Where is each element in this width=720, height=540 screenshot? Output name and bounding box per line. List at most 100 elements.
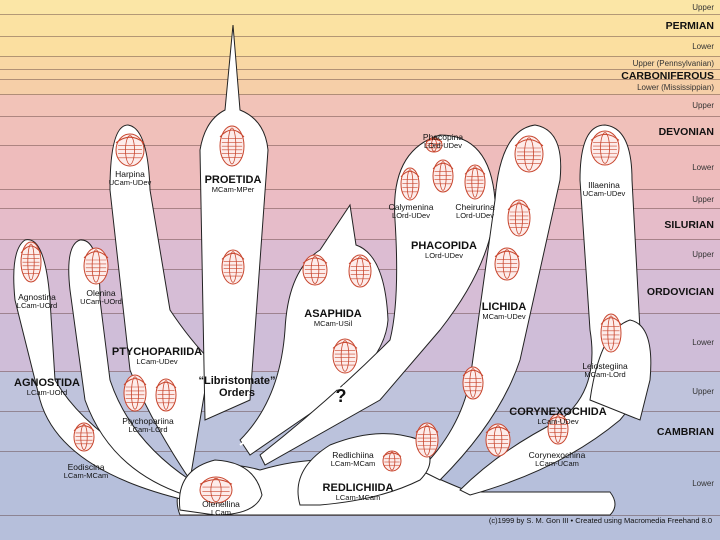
trilobite-icon [464, 164, 486, 200]
stratum-band: Lower [0, 37, 720, 57]
branch-proetida [199, 24, 269, 421]
trilobite-icon [115, 133, 145, 167]
family-range: LCam-LOrd [128, 425, 168, 434]
family-range: LOrd-UDev [424, 141, 462, 150]
family-range: LCam-UCam [535, 459, 579, 468]
stratum-band: Lower (Mississippian) [0, 80, 720, 95]
copyright-credit: (c)1999 by S. M. Gon III • Created using… [488, 516, 712, 525]
family-range: LCam-UOrd [16, 301, 58, 310]
epoch-label: Lower [692, 338, 714, 347]
uncertain-link-dashed [239, 367, 391, 446]
epoch-label: Upper (Pennsylvanian) [632, 58, 714, 68]
order-name: PTYCHOPARIIDA [111, 346, 203, 358]
trilobite-icon [494, 247, 520, 281]
period-label: CAMBRIAN [656, 426, 714, 438]
family-name: Corynexochina [528, 450, 586, 460]
stratum-base-strip [0, 516, 720, 540]
family-name: Redlichiina [332, 450, 374, 460]
family-cheirurina: Cheirurina LOrd-UDev [455, 203, 494, 220]
order-name: LICHIDA [481, 301, 527, 313]
order-range: LCam-MCam [335, 493, 381, 502]
trilobite-icon [73, 422, 95, 452]
family-range: LCam-MCam [63, 471, 109, 480]
epoch-label: Upper [692, 387, 714, 396]
order-range: LCam-UDev [136, 357, 178, 366]
trilobite-icon [415, 422, 439, 458]
period-label: SILURIAN [664, 218, 714, 231]
family-range: UCam-UDev [108, 178, 152, 187]
trilobite-icon [155, 378, 177, 412]
family-olenellina: Olenellina LCam [202, 500, 240, 517]
family-range: MCam-LOrd [584, 370, 626, 379]
trilobite-icon [382, 450, 402, 472]
stratum-band: CARBONIFEROUS [0, 70, 720, 82]
family-name: Leiostegiina [582, 361, 628, 371]
trilobite-icon [400, 167, 420, 201]
trilobite-icon [590, 130, 620, 166]
trilobite-icon [123, 374, 147, 412]
family-range: LCam-MCam [330, 459, 376, 468]
family-range: LOrd-UDev [392, 211, 430, 220]
family-name: Ptychopariina [122, 416, 174, 426]
trilobite-icon [83, 247, 109, 285]
order-phacopida: PHACOPIDA LOrd-UDev [411, 240, 477, 260]
stratum-band: PERMIAN [0, 15, 720, 37]
order-range: LCam-UOrd [26, 388, 68, 397]
family-leiostegiina: Leiostegiina MCam-LOrd [582, 362, 627, 379]
family-olenina: Olenina UCam-UOrd [80, 289, 122, 306]
order-proetida: PROETIDA MCam-MPer [205, 174, 262, 194]
epoch-label: Lower [692, 42, 714, 51]
epoch-label: Lower (Mississippian) [637, 82, 714, 92]
family-name: Agnostina [18, 292, 56, 302]
stratum-band: Upper [0, 95, 720, 117]
family-range: UCam-UOrd [80, 297, 122, 306]
order-agnostida: AGNOSTIDA LCam-UOrd [14, 377, 80, 397]
order-range: MCam-USil [313, 319, 353, 328]
period-label: DEVONIAN [658, 125, 714, 138]
trilobite-icon [507, 199, 531, 237]
family-range: LCam [210, 508, 231, 517]
stratum-band: Upper (Pennsylvanian) [0, 57, 720, 70]
order-name: CORYNEXOCHIDA [509, 406, 607, 418]
order-asaphida: ASAPHIDA MCam-USil [304, 308, 361, 328]
order-range: MCam-UDev [482, 312, 526, 321]
branch-phacopida [259, 134, 496, 466]
order-name: AGNOSTIDA [14, 377, 80, 389]
epoch-label: Upper [692, 194, 714, 204]
family-name: Cheirurina [455, 202, 495, 212]
trilobite-icon [348, 254, 372, 288]
order-corynexochida: CORYNEXOCHIDA LCam-UDev [509, 406, 606, 426]
family-name: Calymenina [388, 202, 434, 212]
family-harpina: Harpina UCam-UDev [109, 170, 152, 187]
family-redlichiina: Redlichiina LCam-MCam [331, 451, 376, 468]
order-lichida: LICHIDA MCam-UDev [482, 301, 527, 321]
family-range: LOrd-UDev [456, 211, 494, 220]
trilobite-icon [20, 241, 42, 283]
family-name: Phacopina [422, 132, 464, 142]
trilobite-icon [462, 366, 484, 400]
epoch-label: Upper [692, 250, 714, 259]
order-name: ASAPHIDA [304, 308, 362, 320]
family-name: Eodiscina [67, 462, 105, 472]
order-range: LCam-UDev [537, 417, 579, 426]
epoch-label: Upper [692, 2, 714, 12]
epoch-label: Upper [692, 101, 714, 110]
order-name: REDLICHIIDA [322, 482, 394, 494]
trilobite-icon [199, 476, 233, 504]
family-illaenina: Illaenina UCam-UDev [583, 181, 626, 198]
trilobite-icon [219, 125, 245, 167]
epoch-label: Lower [692, 163, 714, 172]
family-name: Harpina [115, 169, 145, 179]
trilobite-icon [332, 338, 358, 374]
family-phacopina: Phacopina LOrd-UDev [423, 133, 463, 150]
trilobite-icon [547, 413, 569, 445]
trilobite-icon [221, 249, 245, 285]
branch-ptychopariida [109, 124, 211, 482]
family-eodiscina: Eodiscina LCam-MCam [64, 463, 109, 480]
trilobite-icon [432, 159, 454, 193]
family-range: UCam-UDev [582, 189, 626, 198]
trilobite-icon [514, 135, 544, 173]
family-agnostina: Agnostina LCam-UOrd [17, 293, 57, 310]
